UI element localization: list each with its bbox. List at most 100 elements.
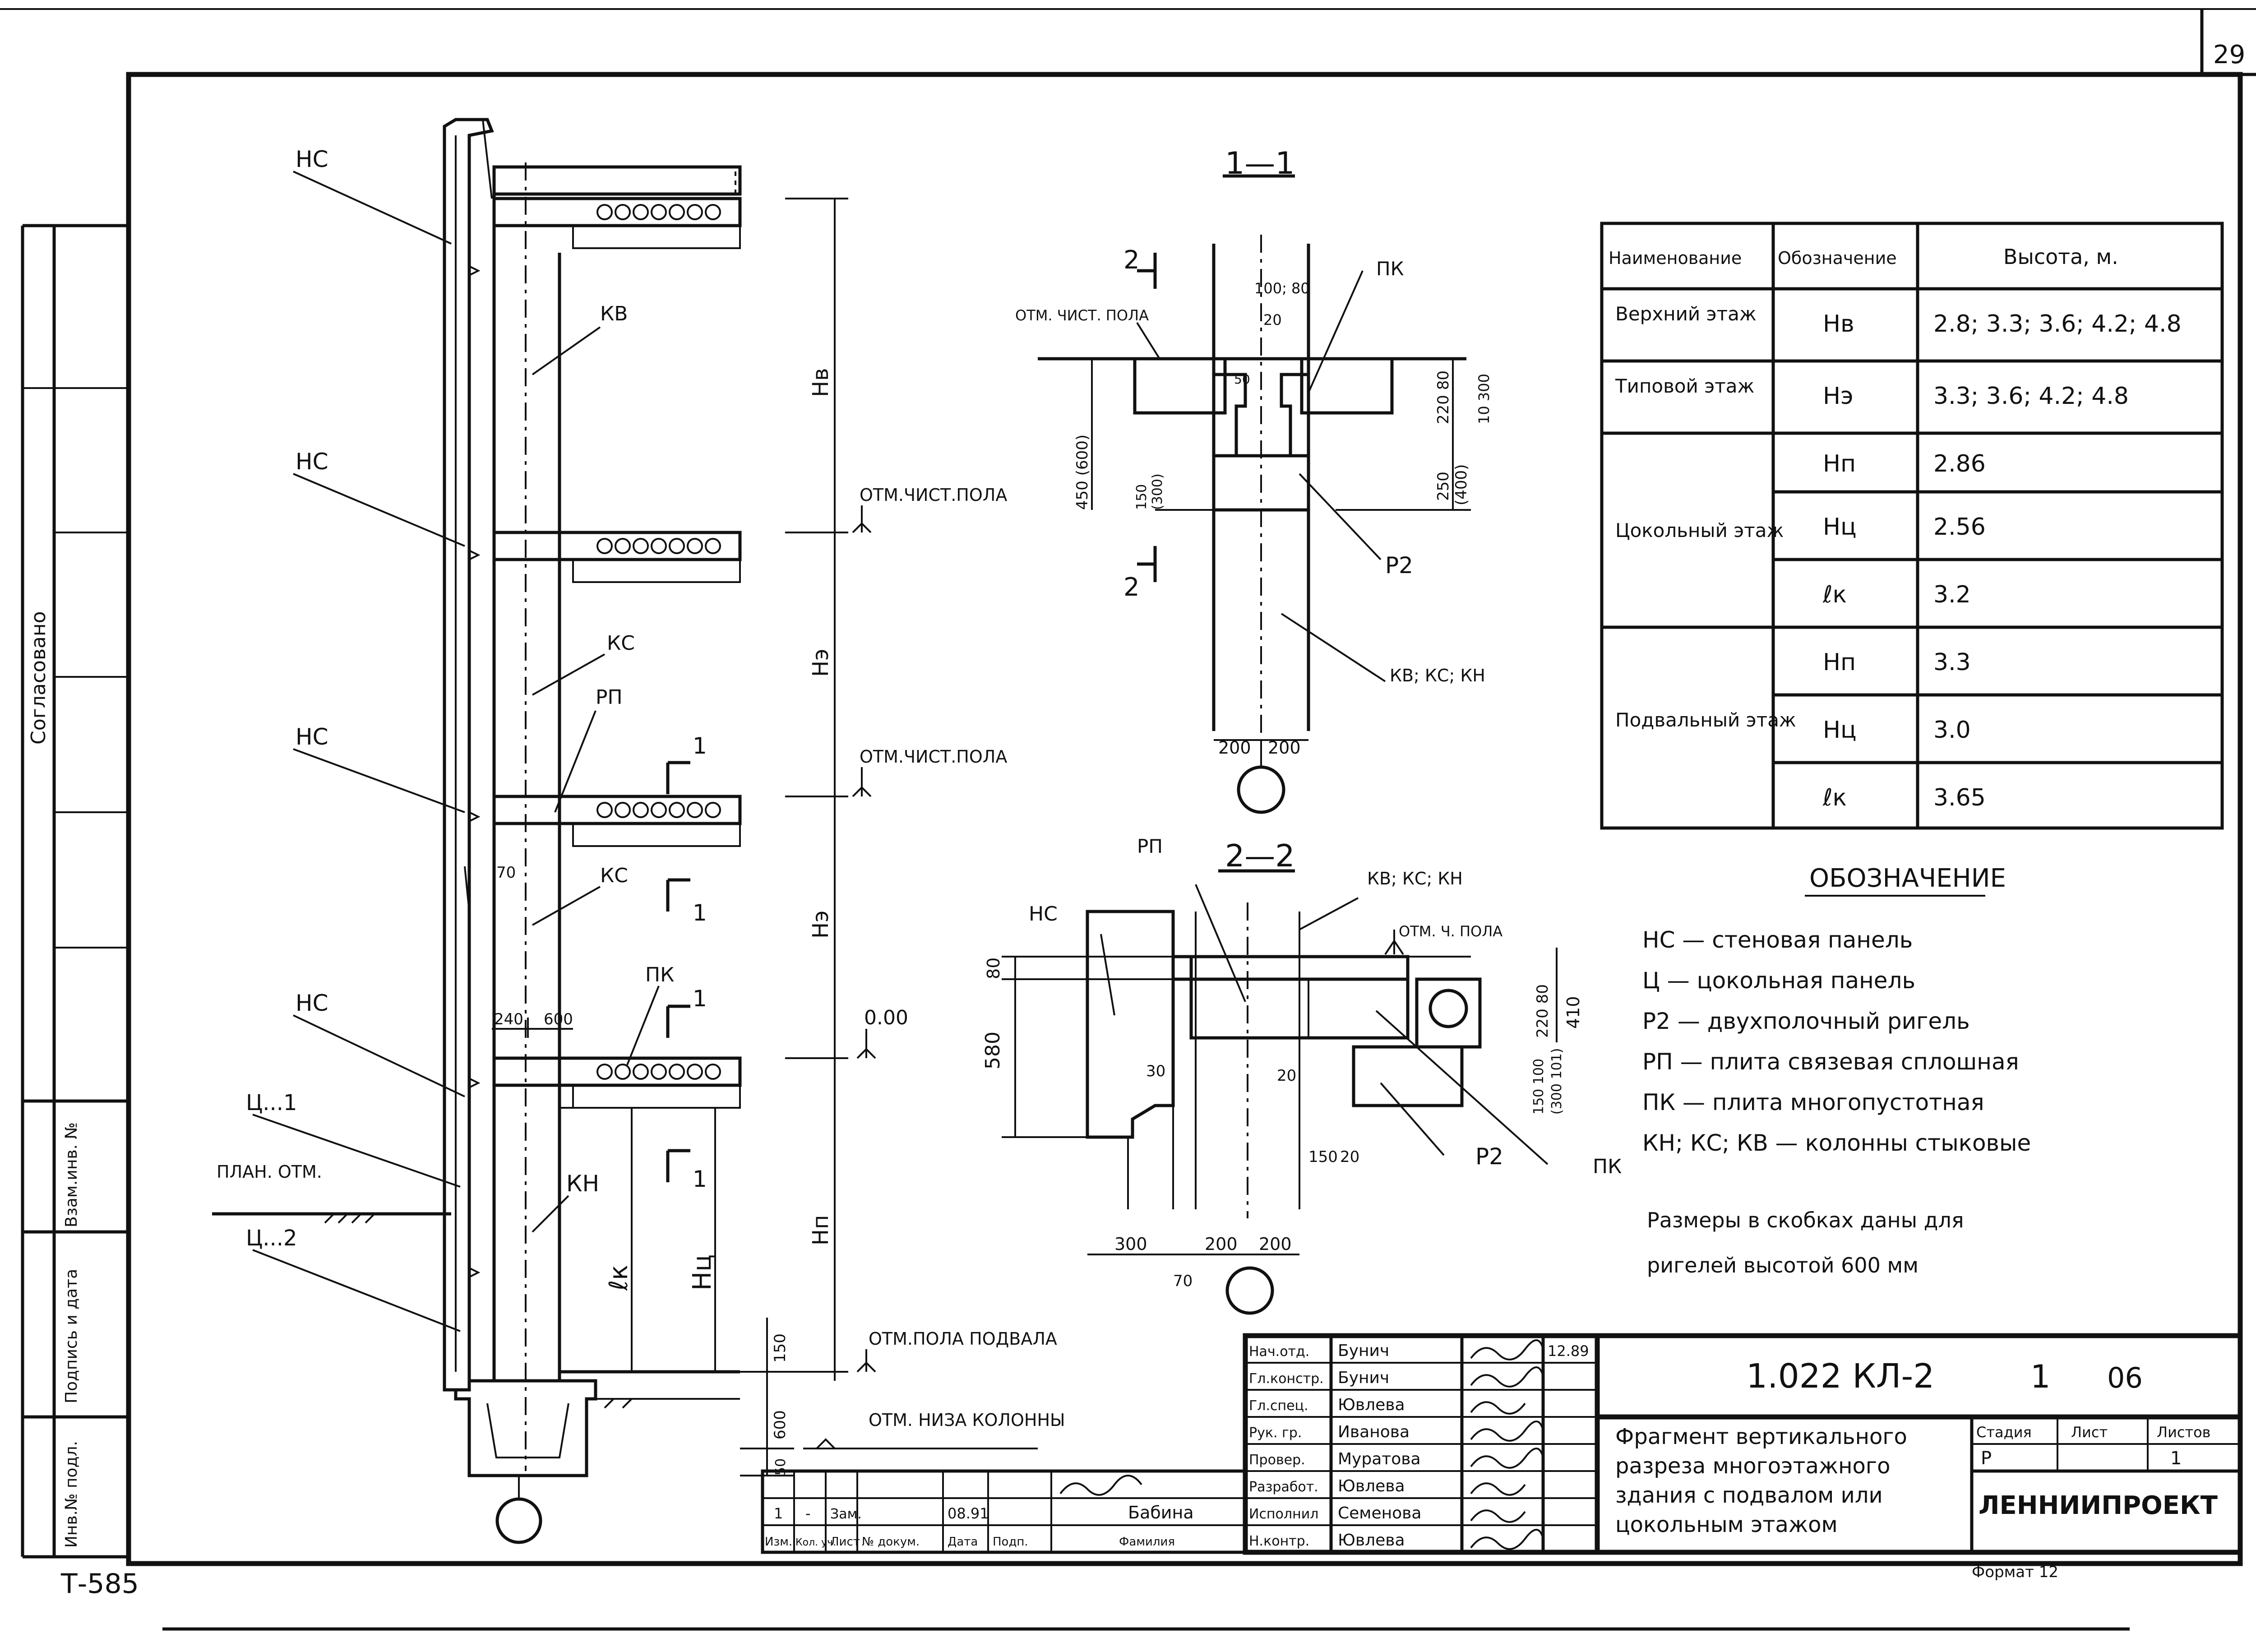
label-nc-2: НС (296, 449, 328, 475)
table-group-upper: Верхний этаж (1615, 303, 1757, 325)
label-nc-3: НС (296, 724, 328, 750)
tb-stage-header: Стадия (1976, 1424, 2032, 1441)
table-header-name: Наименование (1609, 248, 1742, 268)
table-val-base-lk: 3.65 (1933, 784, 1986, 811)
tb-code: 1.022 КЛ-2 (1746, 1357, 1934, 1396)
rev-date-value: 08.91 (948, 1505, 989, 1522)
s22-d220-80: 220 80 (1534, 984, 1552, 1038)
s22-otm: ОТМ. Ч. ПОЛА (1399, 923, 1502, 940)
legend-item-nc: НС — стеновая панель (1642, 927, 1913, 953)
title-block-grid (761, 1333, 2243, 1555)
s11-d400: (400) (1452, 464, 1470, 505)
slab-voids (596, 204, 721, 1080)
tb-role-3: Гл.спец. (1249, 1398, 1308, 1414)
table-val-plinth-hc: 2.56 (1933, 514, 1986, 541)
rev-h-date: Дата (948, 1535, 978, 1549)
label-kv: КВ (600, 302, 628, 325)
legend-title: ОБОЗНАЧЕНИЕ (1809, 864, 2006, 893)
label-otm-basement: ОТМ.ПОЛА ПОДВАЛА (869, 1329, 1057, 1349)
s11-d100-80: 100; 80 (1254, 280, 1310, 297)
label-he-1: Нэ (808, 649, 833, 677)
tb-name-2: Бунич (1338, 1369, 1389, 1387)
dim-600b: 600 (771, 1410, 789, 1439)
left-strip (21, 224, 129, 1559)
tb-role-4: Рук. гр. (1249, 1425, 1302, 1441)
label-kn: КН (566, 1171, 599, 1197)
legend-item-rp: РП — плита связевая сплошная (1642, 1049, 2019, 1075)
tb-role-8: Н.контр. (1249, 1533, 1309, 1549)
s22-d20: 20 (1277, 1067, 1296, 1085)
s22-d580: 580 (981, 1032, 1004, 1069)
label-ts-2: Ц...2 (246, 1226, 297, 1251)
tb-name-6: Ювлева (1338, 1477, 1405, 1495)
tb-issue: 1 (2030, 1358, 2051, 1395)
s11-d200a: 200 (1218, 738, 1251, 758)
table-val-plinth-lk: 3.2 (1933, 581, 1971, 608)
tb-name-8: Ювлева (1338, 1531, 1405, 1550)
tb-format: Формат 12 (1972, 1563, 2058, 1581)
s22-rp: РП (1137, 835, 1163, 857)
s22-d30: 30 (1146, 1062, 1165, 1080)
s22-d200b: 200 (1259, 1234, 1292, 1254)
legend-item-pk: ПК — плита многопустотная (1642, 1089, 1984, 1115)
dim-70: 70 (496, 864, 516, 882)
cut-mark-1d: 1 (693, 1166, 707, 1192)
table-sym-base-hc: Нц (1823, 717, 1857, 744)
label-otm-floor-1: ОТМ.ЧИСТ.ПОЛА (860, 485, 1007, 505)
tb-role-6: Разработ. (1249, 1479, 1318, 1495)
label-ts-1: Ц...1 (246, 1090, 297, 1115)
tb-org: ЛЕННИИПРОЕКТ (1979, 1491, 2218, 1520)
tb-sheets: 1 (2170, 1448, 2182, 1469)
label-hp: Нп (808, 1215, 833, 1245)
label-otm-column: ОТМ. НИЗА КОЛОННЫ (869, 1410, 1065, 1430)
s11-r2: Р2 (1385, 552, 1413, 578)
cut-mark-1b: 1 (693, 900, 707, 926)
tb-sheets-header: Листов (2157, 1424, 2211, 1441)
tb-sheet-header: Лист (2071, 1424, 2108, 1441)
label-kc-2: КС (600, 864, 628, 887)
table-val-base-hp: 3.3 (1933, 649, 1971, 676)
section-2-2-geometry (1002, 869, 1558, 1315)
s11-d450: 450 (600) (1073, 435, 1091, 510)
rev-h-izm: Изм. (765, 1535, 792, 1549)
label-hc: Нц (688, 1254, 717, 1291)
section-1-1-title: 1—1 (1225, 146, 1295, 181)
agreed-label: Согласовано (27, 611, 50, 745)
rev-h-list: Лист (830, 1535, 860, 1549)
table-group-basement: Подвальный этаж (1615, 709, 1796, 731)
tb-role-5: Провер. (1249, 1452, 1305, 1468)
s22-d150-100: 150 100 (1531, 1059, 1547, 1115)
s22-kv: КВ; КС; КН (1367, 869, 1463, 888)
tb-sheet-no: 06 (2107, 1361, 2143, 1394)
s11-d20: 20 (1263, 311, 1282, 329)
label-lk: ℓк (604, 1265, 633, 1291)
table-sym-base-lk: ℓк (1822, 784, 1847, 811)
rev-list-value: Зам. (830, 1506, 862, 1522)
s22-d150b: 150 (1308, 1148, 1338, 1166)
s11-d250: 250 (1434, 472, 1452, 501)
rev-kol-value: - (805, 1505, 811, 1522)
table-sym-plinth-lk: ℓк (1822, 581, 1847, 608)
s22-pk: ПК (1593, 1155, 1622, 1178)
table-sym-he: Нэ (1823, 383, 1854, 410)
tb-stage: Р (1981, 1448, 1992, 1469)
dim-600: 600 (544, 1010, 573, 1028)
label-zero-level: 0.00 (864, 1006, 908, 1029)
tb-desc-1: Фрагмент вертикального (1615, 1424, 1907, 1449)
s11-d200b: 200 (1268, 738, 1301, 758)
table-sym-base-hp: Нп (1823, 649, 1856, 676)
tb-date: 12.89 (1548, 1342, 1589, 1360)
label-nc-1: НС (296, 146, 328, 172)
legend-item-r2: Р2 — двухполочный ригель (1642, 1008, 1970, 1034)
tb-role-7: Исполнил (1249, 1506, 1318, 1522)
tb-name-5: Муратова (1338, 1450, 1421, 1468)
table-val-he: 3.3; 3.6; 4.2; 4.8 (1933, 383, 2129, 410)
s11-cut-2b: 2 (1123, 573, 1140, 602)
main-section-geometry (212, 118, 1038, 1544)
tb-desc-4: цокольным этажом (1615, 1512, 1838, 1537)
label-plan-otm: ПЛАН. ОТМ. (217, 1162, 322, 1182)
table-sym-hv: Нв (1823, 310, 1854, 338)
rev-name-value: Бабина (1128, 1503, 1194, 1522)
tb-desc-2: разреза многоэтажного (1615, 1453, 1890, 1479)
